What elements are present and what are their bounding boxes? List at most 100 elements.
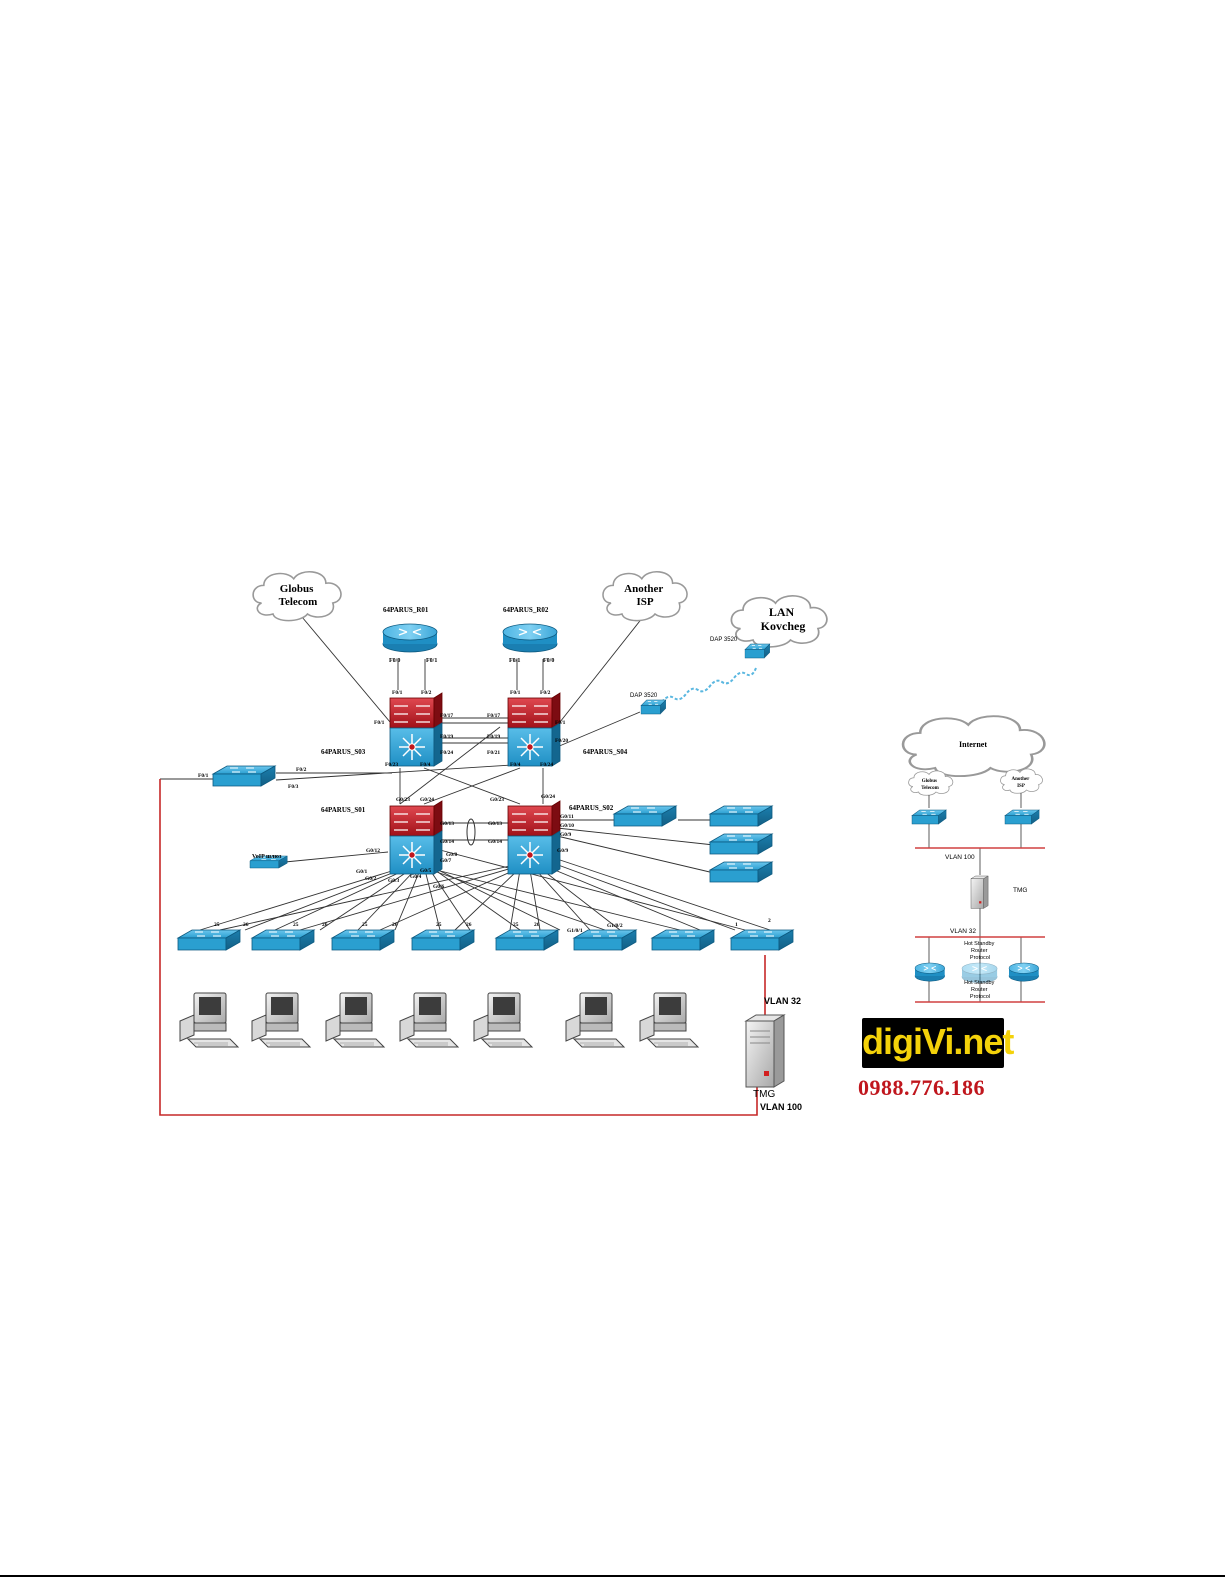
port-label: G0/3 (388, 878, 400, 884)
port-label: 26 (466, 922, 472, 928)
switch-s04-label: 64PARUS_S04 (583, 748, 628, 756)
cloud-globus-label: Globus Telecom (279, 583, 318, 608)
core-switch-s03-icon (389, 692, 443, 767)
port-label: G0/24 (420, 797, 434, 803)
phone-number: 0988.776.186 (858, 1075, 985, 1100)
port-label: F0/2 (296, 767, 307, 773)
port-label: F0/1 (374, 720, 385, 726)
port-label: F0/3 (288, 784, 299, 790)
port-label: F0/4 (420, 762, 431, 768)
port-label: G0/24 (541, 794, 555, 800)
port-label: G0/9 (557, 848, 569, 854)
port-label: G0/11 (560, 814, 574, 820)
port-label: G0/10 (560, 823, 574, 829)
mini-another-label: Another ISP (1012, 777, 1031, 789)
switch-s03-label: 64PARUS_S03 (321, 748, 366, 756)
port-label: F0/1 (509, 658, 520, 664)
vlan-red-loop (159, 779, 758, 1116)
port-label: F0/2 (421, 690, 432, 696)
port-label: G0/4 (410, 874, 422, 880)
port-label: G0/6 (433, 884, 445, 890)
core-switch-s02-icon (507, 800, 561, 875)
router-r01-label: 64PARUS_R01 (383, 606, 429, 614)
port-label: G0/9 (560, 832, 572, 838)
access-switch (331, 929, 395, 951)
workstation-pc-icon (639, 992, 699, 1048)
port-label: G0/23 (396, 797, 410, 803)
port-label: F0/2 (540, 690, 551, 696)
tmg-server-icon (744, 1014, 786, 1088)
workstation-pc-icon (473, 992, 533, 1048)
port-label: 26 (322, 922, 328, 928)
mini-switch-right-icon (1004, 809, 1040, 825)
mini-hsrp-top: Hot Standby Router Protocol (964, 941, 996, 961)
router-r01-icon (382, 623, 438, 653)
port-label: F0/20 (555, 738, 568, 744)
router-r02-icon (502, 623, 558, 653)
access-port-labels: 25 26 25 26 25 26 25 26 25 26 1 2 (214, 918, 771, 928)
port-label: F0/1 (426, 658, 437, 664)
port-label: F0/19 (440, 734, 453, 740)
port-label: F0/1 (510, 690, 521, 696)
mini-tmg-server-icon (970, 875, 989, 909)
port-label: 25 (513, 922, 519, 928)
core-switch-s01-icon (389, 800, 443, 875)
workstation-pc-icon (399, 992, 459, 1048)
switch-right-top-icon (613, 805, 677, 827)
port-label: 25 (436, 922, 442, 928)
dap-label: DAP 3520 (630, 693, 658, 699)
vlan100-label: VLAN 100 (760, 1102, 802, 1112)
mini-router-left-icon (914, 962, 946, 982)
port-label: 2 (768, 918, 771, 924)
access-switch-top-icon (212, 765, 276, 787)
port-label: 25 (214, 922, 220, 928)
mini-internet-label: Internet (959, 740, 987, 749)
port-label: G0/1 (356, 869, 368, 875)
cloud-another-isp-label: Another ISP (624, 583, 666, 608)
workstation-pc-icon (251, 992, 311, 1048)
access-switch (495, 929, 559, 951)
access-switches-row (177, 929, 794, 951)
port-label: G0/8 (446, 852, 458, 858)
port-label: F0/17 (440, 713, 453, 719)
access-switch (251, 929, 315, 951)
port-label: F0/17 (487, 713, 500, 719)
port-label: G0/14 (488, 839, 502, 845)
etherchannel-marker (466, 818, 476, 846)
port-label: F0/19 (487, 734, 500, 740)
port-label: F0/23 (385, 762, 398, 768)
digivi-logo: digiVi.net (862, 1018, 1014, 1068)
port-label: 25 (362, 922, 368, 928)
cloud-lan-label: LAN Kovcheg (761, 605, 806, 633)
port-label: F0/24 (540, 762, 553, 768)
page-bottom-rule (0, 1575, 1225, 1577)
access-switch (730, 929, 794, 951)
port-label: G0/12 (366, 848, 380, 854)
access-switch (177, 929, 241, 951)
switch-s02-label: 64PARUS_S02 (569, 804, 614, 812)
port-label: G0/2 (365, 876, 377, 882)
core-switch-s04-icon (507, 692, 561, 767)
mini-vlan32-label: VLAN 32 (950, 928, 976, 935)
wireless-link (661, 667, 757, 703)
port-label: G1/0/2 (607, 923, 623, 929)
mini-hsrp-bottom: Hot Standby Router Protocol (964, 980, 996, 1000)
port-label: G0/13 (488, 821, 502, 827)
switch-s01-label: 64PARUS_S01 (321, 806, 366, 814)
mini-globus-label: Globus Telecom (921, 779, 939, 791)
port-label: F0/1 (392, 690, 403, 696)
dap-access-point-a-icon (640, 699, 667, 715)
port-label: F0/0 (543, 658, 554, 664)
port-label: F0/1 (555, 720, 566, 726)
port-label: 26 (392, 922, 398, 928)
mini-vlan100-label: VLAN 100 (945, 854, 975, 861)
mini-switch-left-icon (911, 809, 947, 825)
network-links (160, 616, 771, 931)
switch-right-c-icon (709, 861, 773, 883)
port-label: 26 (534, 922, 540, 928)
access-switch (411, 929, 475, 951)
port-label: F0/21 (487, 750, 500, 756)
port-label: G0/5 (420, 868, 432, 874)
voip-label: VoIP шлюз (252, 854, 282, 860)
